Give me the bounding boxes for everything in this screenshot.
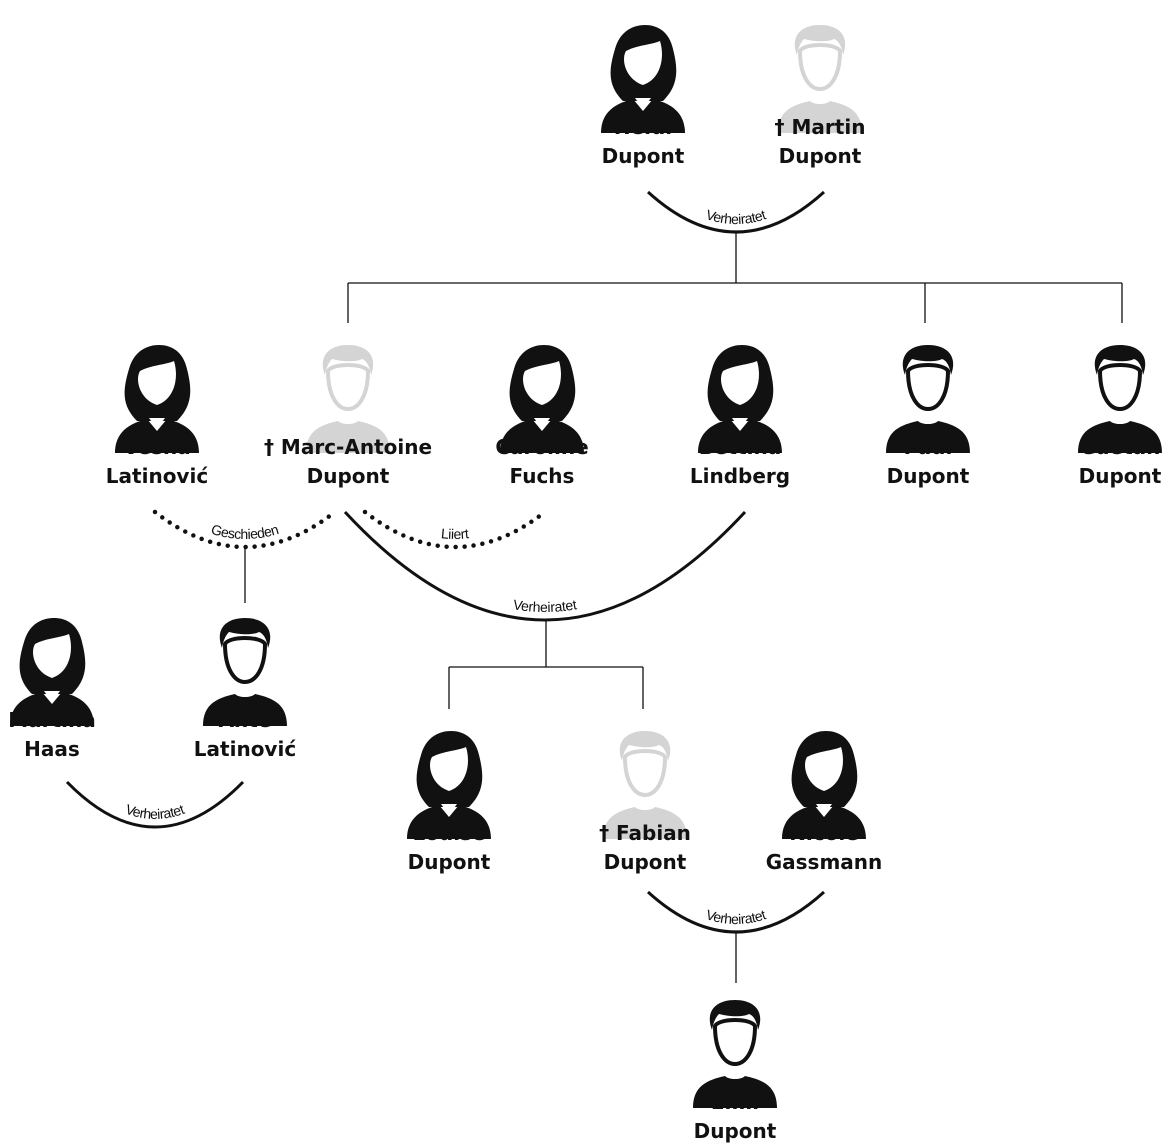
female-person-icon xyxy=(601,25,685,133)
female-person-icon xyxy=(115,345,199,453)
relationship-label-r6: Verheiratet xyxy=(704,906,768,927)
male-person-icon xyxy=(306,345,390,453)
relationship-label-text: Liiert xyxy=(440,525,469,542)
male-person-icon xyxy=(693,1000,777,1108)
person-name-line2: Dupont xyxy=(307,464,390,488)
relationship-label-r2: Geschieden xyxy=(210,521,281,542)
person-name-line2: Dupont xyxy=(1079,464,1162,488)
person-name-line1: Bettina xyxy=(699,435,782,459)
male-person-icon xyxy=(203,618,287,726)
male-person-icon xyxy=(603,731,687,839)
person-name-line2: Dupont xyxy=(602,144,685,168)
person-name-line2: Dupont xyxy=(408,850,491,874)
person-name-line2: Dupont xyxy=(887,464,970,488)
person-name-line1: Ante xyxy=(219,708,272,732)
person-name-line2: Latinović xyxy=(106,464,209,488)
relationship-label-text: Geschieden xyxy=(210,521,281,542)
person-name-line1: Vesna xyxy=(123,435,191,459)
person-name-line1: † Fabian xyxy=(599,821,691,845)
relationship-label-r3: Liiert xyxy=(440,525,469,542)
male-person-icon xyxy=(778,25,862,133)
person-name-line1: Martina xyxy=(8,708,95,732)
person-name-line1: Louise xyxy=(412,821,485,845)
person-name-line2: Haas xyxy=(24,737,80,761)
relationship-label-text: Verheiratet xyxy=(512,596,578,615)
female-person-icon xyxy=(500,345,584,453)
person-name-line1: † Marc-Antoine xyxy=(264,435,432,459)
female-person-icon xyxy=(782,731,866,839)
female-person-icon xyxy=(698,345,782,453)
person-name-line1: Heidi xyxy=(614,115,672,139)
person-name-line1: Caroline xyxy=(495,435,588,459)
relationship-label-r1: Verheiratet xyxy=(704,206,768,227)
person-name-line2: Lindberg xyxy=(690,464,790,488)
person-name-line2: Fuchs xyxy=(510,464,575,488)
person-name-line1: Emil xyxy=(711,1090,759,1114)
relationship-label-text: Verheiratet xyxy=(704,206,768,227)
male-person-icon xyxy=(1078,345,1162,453)
person-name-line2: Dupont xyxy=(779,144,862,168)
female-person-icon xyxy=(10,618,94,726)
person-name-line1: † Martin xyxy=(775,115,866,139)
person-name-line1: Paul xyxy=(904,435,953,459)
relationship-label-r5: Verheiratet xyxy=(123,801,186,822)
female-person-icon xyxy=(407,731,491,839)
person-name-line2: Dupont xyxy=(604,850,687,874)
relationship-label-r4: Verheiratet xyxy=(512,596,578,615)
person-name-line1: Nicole xyxy=(789,821,859,845)
relationship-label-text: Verheiratet xyxy=(123,801,186,822)
person-name-line1: Gaëtan xyxy=(1080,435,1161,459)
descent-lines xyxy=(244,232,1123,983)
person-name-line2: Dupont xyxy=(694,1119,777,1143)
male-person-icon xyxy=(886,345,970,453)
relationship-label-text: Verheiratet xyxy=(704,906,768,927)
person-name-line2: Latinović xyxy=(194,737,297,761)
person-name-line2: Gassmann xyxy=(766,850,883,874)
